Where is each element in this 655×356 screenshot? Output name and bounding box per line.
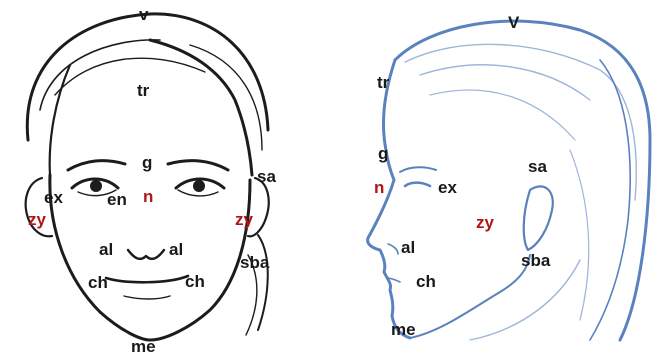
front-label-me: me [131, 338, 156, 355]
profile-label-sa: sa [528, 158, 547, 175]
profile-eyebrow [400, 167, 436, 172]
profile-label-me: me [391, 321, 416, 338]
profile-label-ex: ex [438, 179, 457, 196]
front-label-zy-left: zy [28, 211, 46, 228]
front-label-ch-left: ch [88, 274, 108, 291]
profile-label-v: V [508, 14, 519, 31]
profile-label-tr: tr [377, 74, 389, 91]
profile-hair-strand-3 [430, 90, 575, 140]
profile-ear [524, 186, 553, 250]
profile-hair-strand-1 [405, 44, 636, 200]
front-label-sba: sba [240, 254, 269, 271]
front-label-g: g [142, 154, 152, 171]
front-label-n: n [143, 188, 153, 205]
profile-label-n: n [374, 179, 384, 196]
profile-label-ch: ch [416, 273, 436, 290]
profile-label-al: al [401, 239, 415, 256]
front-label-al-left: al [99, 241, 113, 258]
profile-label-zy: zy [476, 214, 494, 231]
front-label-tr: tr [137, 82, 149, 99]
front-label-v: v [139, 6, 148, 23]
profile-label-g: g [378, 145, 388, 162]
profile-label-sba: sba [521, 252, 550, 269]
front-label-zy-right: zy [235, 211, 253, 228]
profile-face-line [368, 60, 410, 338]
front-label-ex: ex [44, 189, 63, 206]
front-label-en: en [107, 191, 127, 208]
front-label-al-right: al [169, 241, 183, 258]
profile-eye [405, 183, 430, 186]
front-label-sa: sa [257, 168, 276, 185]
profile-hair-strand-5 [570, 150, 589, 320]
profile-nostril [388, 244, 398, 254]
front-label-ch-right: ch [185, 273, 205, 290]
